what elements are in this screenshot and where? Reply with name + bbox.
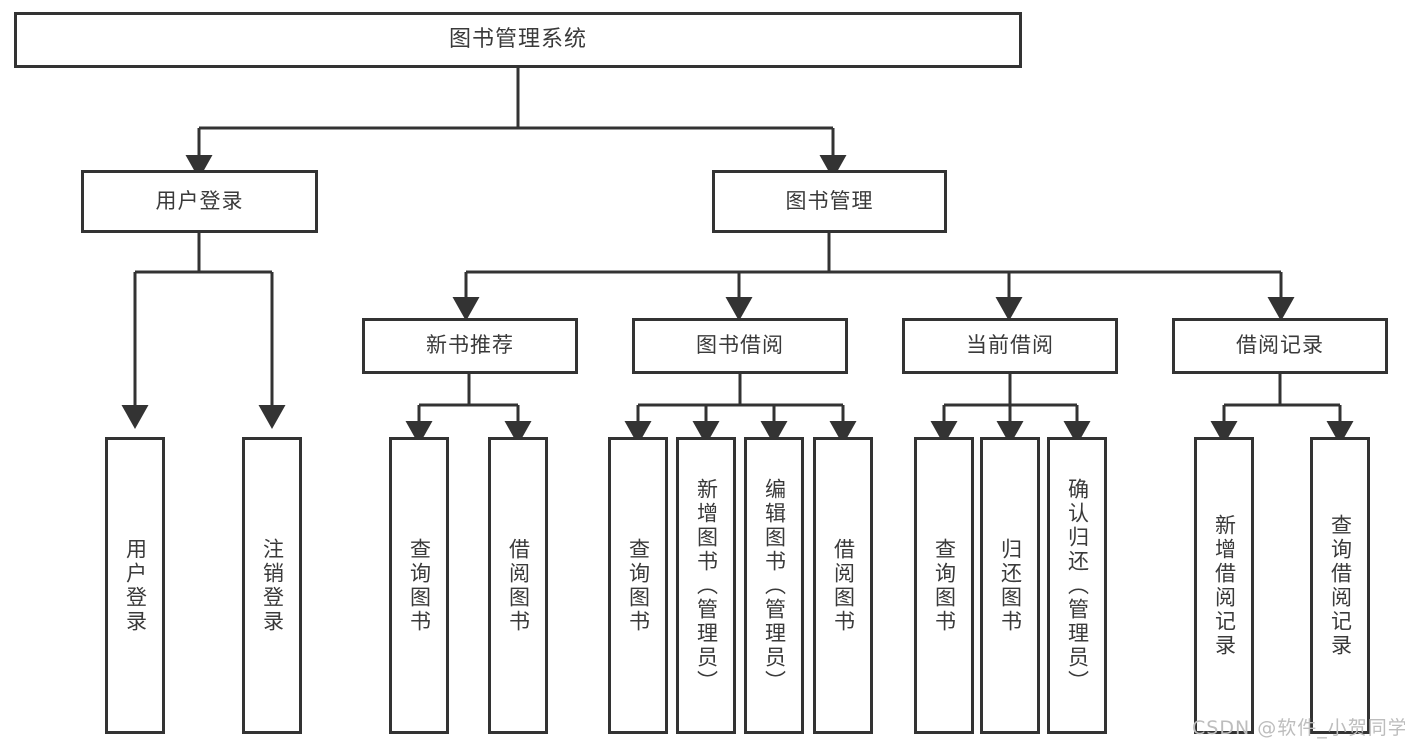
leaf-borrow-book-2[interactable]: 借阅图书 xyxy=(813,437,873,734)
leaf-label: 新增图书（管理员） xyxy=(694,477,719,694)
leaf-borrow-book-1[interactable]: 借阅图书 xyxy=(488,437,548,734)
leaf-add-book[interactable]: 新增图书（管理员） xyxy=(676,437,736,734)
leaf-label: 用户登录 xyxy=(123,537,148,634)
node-book-borrow[interactable]: 图书借阅 xyxy=(632,318,848,374)
leaf-label: 注销登录 xyxy=(260,537,285,634)
leaf-label: 查询借阅记录 xyxy=(1328,513,1353,658)
leaf-label: 查询图书 xyxy=(626,537,651,634)
leaf-add-record[interactable]: 新增借阅记录 xyxy=(1194,437,1254,734)
node-user-login[interactable]: 用户登录 xyxy=(81,170,318,233)
leaf-user-login[interactable]: 用户登录 xyxy=(105,437,165,734)
csdn-watermark: CSDN @软件_小贺同学 xyxy=(1192,717,1405,739)
leaf-logout-login[interactable]: 注销登录 xyxy=(242,437,302,734)
leaf-return-book[interactable]: 归还图书 xyxy=(980,437,1040,734)
leaf-label: 编辑图书（管理员） xyxy=(762,477,787,694)
leaf-query-book-2[interactable]: 查询图书 xyxy=(608,437,668,734)
node-current-borrow[interactable]: 当前借阅 xyxy=(902,318,1118,374)
node-book-management[interactable]: 图书管理 xyxy=(712,170,947,233)
leaf-query-record[interactable]: 查询借阅记录 xyxy=(1310,437,1370,734)
leaf-label: 归还图书 xyxy=(998,537,1023,634)
node-borrow-record[interactable]: 借阅记录 xyxy=(1172,318,1388,374)
node-new-book-recommend[interactable]: 新书推荐 xyxy=(362,318,578,374)
leaf-edit-book[interactable]: 编辑图书（管理员） xyxy=(744,437,804,734)
leaf-label: 查询图书 xyxy=(932,537,957,634)
leaf-label: 确认归还（管理员） xyxy=(1065,477,1090,694)
leaf-query-book-3[interactable]: 查询图书 xyxy=(914,437,974,734)
leaf-label: 查询图书 xyxy=(407,537,432,634)
leaf-label: 新增借阅记录 xyxy=(1212,513,1237,658)
node-root-system[interactable]: 图书管理系统 xyxy=(14,12,1022,68)
leaf-label: 借阅图书 xyxy=(831,537,856,634)
leaf-label: 借阅图书 xyxy=(506,537,531,634)
leaf-confirm-return[interactable]: 确认归还（管理员） xyxy=(1047,437,1107,734)
leaf-query-book-1[interactable]: 查询图书 xyxy=(389,437,449,734)
